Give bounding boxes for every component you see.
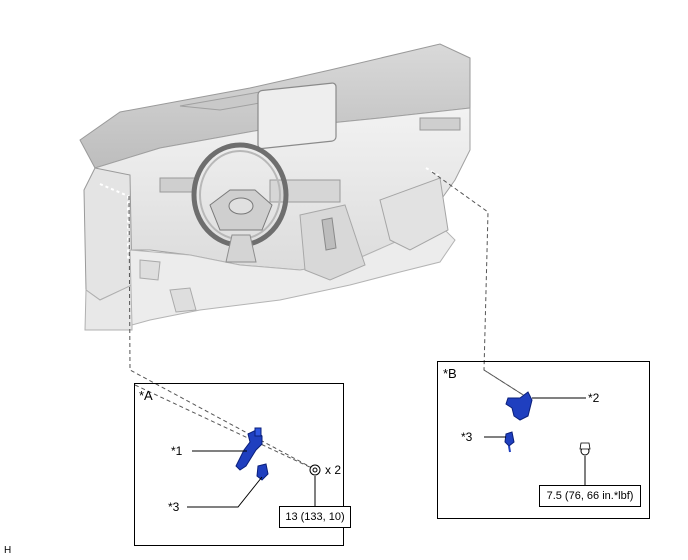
part-1-bracket-a <box>235 427 263 471</box>
leader-line-a <box>128 195 317 471</box>
part-2-bracket-b <box>505 391 533 421</box>
part-3-connector-b <box>504 431 515 453</box>
view-b-callout-3: *3 <box>461 430 473 444</box>
view-a-torque-spec: 13 (133, 10) <box>279 506 351 528</box>
view-b-torque-spec: 7.5 (76, 66 in.*lbf) <box>539 485 641 507</box>
view-b-title: *B <box>443 366 457 381</box>
nut-icon-a <box>309 464 321 476</box>
view-b-callout-2: *2 <box>588 391 600 405</box>
bolt-icon-b <box>579 442 591 456</box>
image-code: H <box>4 545 12 556</box>
center-display <box>257 82 337 150</box>
leader-line-b <box>431 171 529 399</box>
view-a-callout-3: *3 <box>168 500 180 514</box>
steering-wheel <box>191 142 289 263</box>
dash-lower <box>129 214 456 326</box>
detail-box-a <box>134 383 344 546</box>
view-a-title: *A <box>139 388 153 403</box>
detail-box-b <box>437 361 650 519</box>
view-a-fastener-qty: x 2 <box>325 463 342 477</box>
part-3-connector-a <box>256 463 269 481</box>
view-a-callout-1: *1 <box>171 444 183 458</box>
